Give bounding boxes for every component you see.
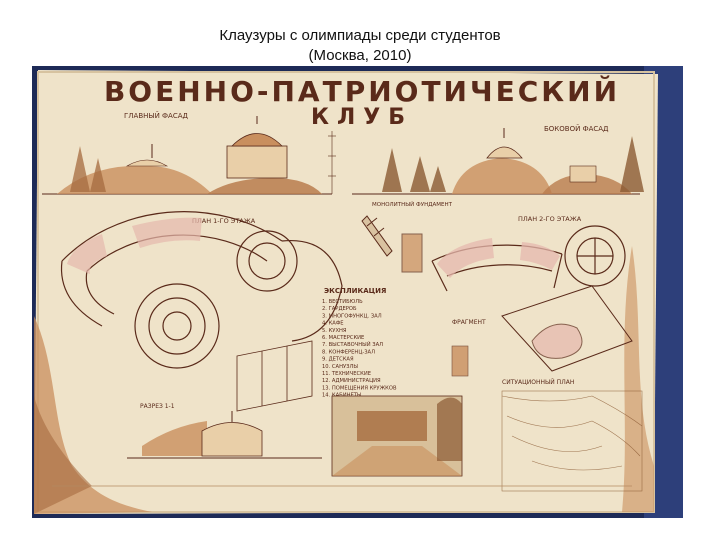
label-fragment: ФРАГМЕНТ bbox=[452, 319, 486, 326]
terrain-map bbox=[501, 390, 643, 492]
explication-title: ЭКСПЛИКАЦИЯ bbox=[324, 287, 386, 295]
slide-title: Клаузуры с олимпиады среди студентов (Мо… bbox=[0, 26, 720, 66]
foundation-sketch bbox=[361, 215, 423, 273]
explication-item: 10. САНУЗЛЫ bbox=[322, 364, 358, 370]
label-plan-floor1: ПЛАН 1-ГО ЭТАЖА bbox=[192, 217, 256, 225]
perspective-sketch bbox=[236, 340, 313, 412]
poster-photo: ВОЕННО-ПАТРИОТИЧЕСКИЙ КЛУБ ГЛАВНЫЙ ФАСАД… bbox=[32, 66, 683, 518]
side-facade-drawing bbox=[352, 128, 640, 195]
explication-item: 9. ДЕТСКАЯ bbox=[322, 357, 354, 363]
label-plan-floor2: ПЛАН 2-ГО ЭТАЖА bbox=[518, 215, 582, 223]
explication-item: 13. ПОМЕЩЕНИЯ КРУЖКОВ bbox=[322, 385, 397, 391]
situation-plan: СИТУАЦИОННЫЙ ПЛАН bbox=[501, 285, 633, 386]
interior-sketch bbox=[331, 395, 463, 477]
label-section: РАЗРЕЗ 1-1 bbox=[140, 403, 175, 410]
slide-title-line2: (Москва, 2010) bbox=[308, 47, 412, 64]
trees-left bbox=[70, 146, 106, 192]
explication-item: 4. КАФЕ bbox=[322, 321, 344, 327]
terrain-wash-right bbox=[622, 246, 654, 512]
explication-item: 5. КУХНЯ bbox=[322, 328, 347, 334]
fragment-sketch: ФРАГМЕНТ bbox=[451, 319, 486, 377]
section-drawing: РАЗРЕЗ 1-1 bbox=[127, 403, 322, 459]
poster-heading-line1: ВОЕННО-ПАТРИОТИЧЕСКИЙ bbox=[104, 74, 620, 108]
poster-heading-line2: КЛУБ bbox=[311, 105, 413, 130]
label-main-facade: ГЛАВНЫЙ ФАСАД bbox=[124, 111, 189, 120]
explication-item: 2. ГАРДЕРОБ bbox=[322, 306, 357, 312]
label-side-facade: БОКОВОЙ ФАСАД bbox=[544, 124, 609, 133]
explication-item: 7. ВЫСТАВОЧНЫЙ ЗАЛ bbox=[322, 341, 383, 348]
trees-right bbox=[382, 136, 644, 192]
explication-item: 12. АДМИНИСТРАЦИЯ bbox=[322, 378, 381, 384]
explication-item: 6. МАСТЕРСКИЕ bbox=[322, 335, 364, 341]
explication-item: 11. ТЕХНИЧЕСКИЕ bbox=[322, 371, 371, 377]
explication-item: 8. КОНФЕРЕНЦ-ЗАЛ bbox=[322, 349, 375, 355]
explication-item: 1. ВЕСТИБЮЛЬ bbox=[322, 299, 363, 305]
explication-item: 3. МНОГОФУНКЦ. ЗАЛ bbox=[322, 313, 382, 319]
label-situation-plan: СИТУАЦИОННЫЙ ПЛАН bbox=[502, 379, 574, 386]
slide-title-line1: Клаузуры с олимпиады среди студентов bbox=[219, 27, 501, 44]
level-marks bbox=[328, 131, 336, 194]
label-foundation: МОНОЛИТНЫЙ ФУНДАМЕНТ bbox=[372, 201, 453, 208]
